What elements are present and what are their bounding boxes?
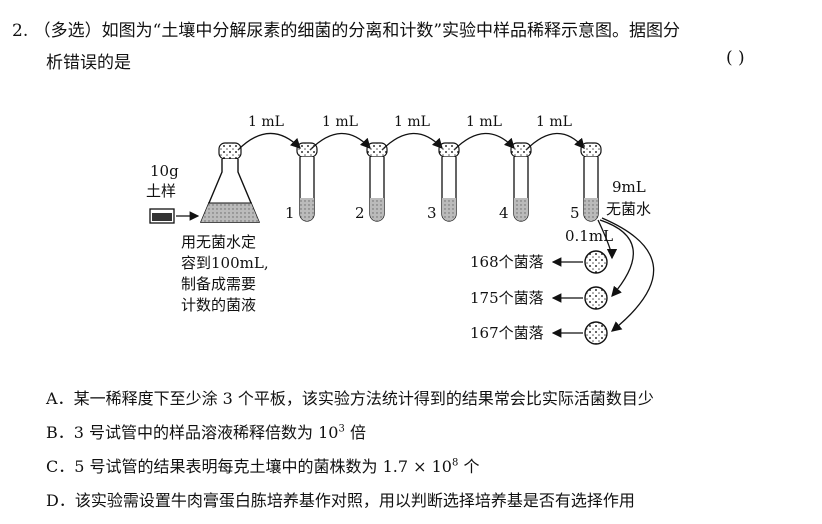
arrow-tube3-to-tube4: [453, 132, 515, 151]
tube-number-5: 5: [570, 204, 580, 222]
option-b-text: 3 号试管中的样品溶液稀释倍数为 10: [73, 423, 339, 442]
question-stem-line1: 2. （多选）如图为“土壤中分解尿素的细菌的分离和计数”实验中样品稀释示意图。据…: [12, 16, 680, 41]
transfer-label-3: 1 mL: [394, 114, 430, 130]
plate-count-3: 167个菌落: [470, 324, 544, 342]
test-tube-4-icon: [510, 142, 532, 222]
option-b-label: B．: [46, 423, 74, 442]
option-c-label: C．: [46, 457, 75, 476]
tube-number-3: 3: [427, 204, 437, 222]
answer-parentheses: ( ): [726, 48, 745, 68]
sample-mass: 10g: [150, 162, 179, 180]
transfer-arrows: [237, 132, 585, 151]
question-stem-line2: 析错误的是: [46, 53, 131, 73]
flask-caption-4: 计数的菌液: [181, 296, 256, 314]
soil-container-icon: [149, 208, 175, 224]
tube-water-volume: 9mL: [612, 178, 646, 196]
arrow-to-plate-1: [597, 219, 618, 260]
option-b: B．3 号试管中的样品溶液稀释倍数为 103 倍: [46, 419, 366, 443]
arrow-flask-to-tube1: [237, 132, 301, 151]
transfer-label-4: 1 mL: [466, 114, 502, 130]
petri-dish-2-icon: [584, 286, 608, 310]
question-number: 2.: [12, 21, 29, 41]
question-type: （多选）: [33, 21, 102, 41]
tube-number-4: 4: [499, 204, 509, 222]
option-a-label: A．: [46, 389, 74, 408]
arrow-tube2-to-tube3: [381, 132, 443, 151]
arrow-to-plate-3: [601, 217, 655, 332]
plating-arrows: [597, 217, 655, 332]
plate-count-2: 175个菌落: [470, 289, 544, 307]
option-a-text: 某一稀释度下至少涂 3 个平板，该实验方法统计得到的结果常会比实际活菌数目少: [73, 389, 654, 408]
option-a: A．某一稀释度下至少涂 3 个平板，该实验方法统计得到的结果常会比实际活菌数目少: [46, 385, 654, 409]
option-d-text: 该实验需设置牛肉膏蛋白胨培养基作对照，用以判断选择培养基是否有选择作用: [74, 491, 635, 510]
flask-caption-2: 容到100mL,: [181, 254, 269, 272]
plating-volume: 0.1mL: [565, 227, 613, 245]
transfer-label-2: 1 mL: [322, 114, 358, 130]
option-c: C．5 号试管的结果表明每克土壤中的菌株数为 1.7 × 108 个: [46, 453, 479, 477]
flask-caption-1: 用无菌水定: [181, 233, 256, 251]
option-c-text-end: 个: [458, 457, 480, 476]
petri-dish-1-icon: [584, 250, 608, 274]
transfer-label-1: 1 mL: [248, 114, 284, 130]
conical-flask-icon: [199, 142, 261, 223]
option-b-exponent: 3: [338, 423, 345, 435]
option-d: D．该实验需设置牛肉膏蛋白胨培养基作对照，用以判断选择培养基是否有选择作用: [46, 487, 635, 511]
tube-number-1: 1: [285, 204, 295, 222]
test-tube-1-icon: [296, 142, 318, 222]
test-tube-2-icon: [366, 142, 388, 222]
tube-water-label: 无菌水: [606, 200, 651, 218]
petri-dish-3-icon: [584, 321, 608, 345]
option-d-label: D．: [46, 491, 75, 510]
question-stem-text: 如图为“土壤中分解尿素的细菌的分离和计数”实验中样品稀释示意图。据图分: [101, 21, 681, 41]
transfer-label-5: 1 mL: [536, 114, 572, 130]
option-c-text: 5 号试管的结果表明每克土壤中的菌株数为 1.7 × 10: [74, 457, 452, 476]
sample-name: 土样: [146, 182, 176, 200]
arrow-tube1-to-tube2: [309, 132, 371, 151]
flask-caption-3: 制备成需要: [181, 275, 256, 293]
tube-number-2: 2: [355, 204, 365, 222]
arrow-to-plate-2: [599, 219, 634, 297]
test-tube-5-icon: [580, 142, 602, 222]
option-b-text-end: 倍: [344, 423, 366, 442]
test-tube-3-icon: [438, 142, 460, 222]
option-c-exponent: 8: [452, 457, 459, 469]
plate-count-1: 168个菌落: [470, 253, 544, 271]
arrow-tube4-to-tube5: [525, 132, 585, 151]
